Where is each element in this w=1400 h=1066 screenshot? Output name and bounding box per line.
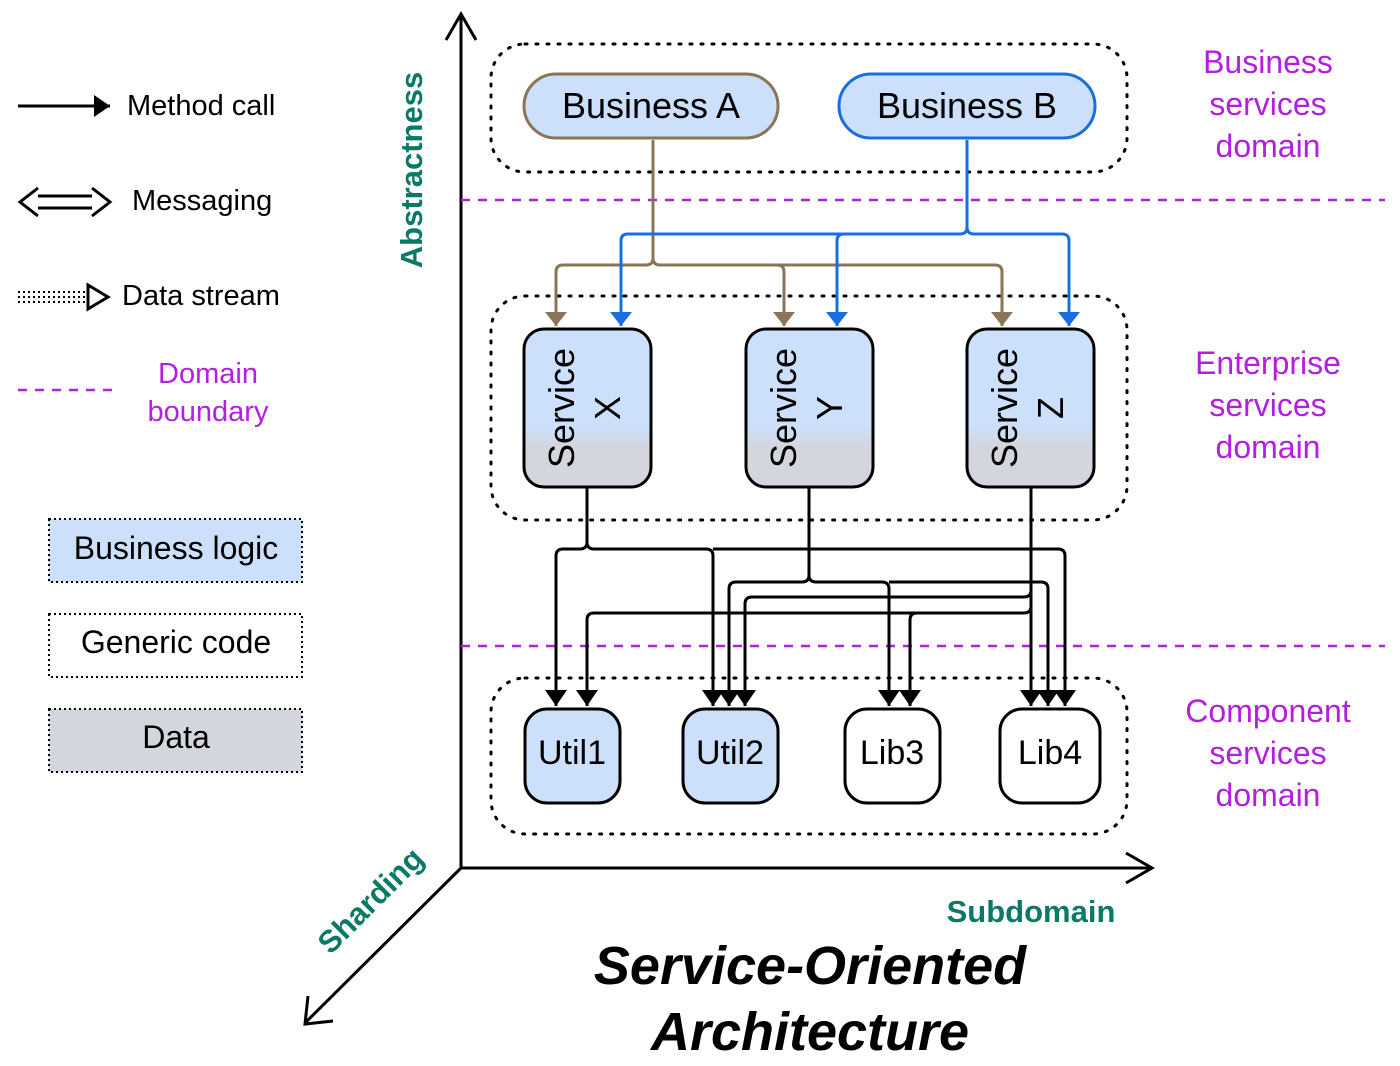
component-domain-label: Component services domain — [1185, 693, 1351, 813]
business-b-connectors — [610, 140, 1080, 326]
legend-data-label: Data — [142, 719, 210, 755]
legend-data-stream-label: Data stream — [122, 280, 280, 312]
business-logic-swatch — [48, 518, 303, 583]
service-z-label-2: Z — [1030, 397, 1071, 419]
lib4-node: Lib4 — [998, 707, 1102, 805]
abstractness-label: Abstractness — [394, 72, 429, 268]
business-domain-container — [489, 42, 1129, 174]
component-domain-container — [489, 676, 1129, 836]
legend: Method call Messaging Data stream Domain… — [17, 90, 303, 773]
legend-data: Data — [48, 708, 303, 773]
enterprise-domain-container — [489, 294, 1129, 522]
service-y-label-1: Service — [763, 348, 804, 468]
lib4-label: Lib4 — [1018, 734, 1082, 772]
lib3-label: Lib3 — [860, 734, 924, 772]
legend-data-stream: Data stream — [18, 280, 280, 312]
sharding-axis — [304, 866, 463, 1024]
business-domain-label-line-1: Business — [1203, 44, 1333, 80]
business-domain-label-line-3: domain — [1216, 128, 1321, 164]
enterprise-domain-label-line-3: domain — [1216, 429, 1321, 465]
enterprise-domain-label-line-2: services — [1209, 387, 1326, 423]
data-stream-arrow-icon — [18, 282, 111, 312]
legend-domain-boundary: Domain boundary — [18, 358, 269, 428]
service-x-connectors — [545, 487, 1076, 706]
legend-business-logic-label: Business logic — [74, 530, 279, 566]
service-z-node: Service Z — [965, 327, 1096, 489]
util2-label: Util2 — [696, 734, 764, 772]
legend-domain-boundary-label-1: Domain — [158, 358, 258, 390]
util1-node: Util1 — [523, 707, 622, 805]
lib3-node: Lib3 — [843, 707, 942, 805]
component-domain-label-line-3: domain — [1216, 777, 1321, 813]
legend-generic-code: Generic code — [48, 613, 303, 678]
util2-node: Util2 — [681, 707, 780, 805]
util1-label: Util1 — [538, 734, 606, 772]
generic-code-swatch — [48, 613, 303, 678]
business-b-node: Business B — [837, 72, 1097, 140]
data-swatch — [48, 708, 303, 773]
axes: Abstractness Subdomain Sharding — [303, 10, 1156, 1026]
service-x-node: Service X — [522, 327, 653, 489]
service-y-connectors — [718, 487, 1059, 706]
legend-messaging-label: Messaging — [132, 185, 272, 217]
service-x-label-1: Service — [541, 348, 582, 468]
business-b-label: Business B — [877, 85, 1057, 126]
subdomain-axis-arrowhead — [1125, 851, 1156, 885]
service-x-label-2: X — [587, 396, 628, 420]
service-y-node: Service Y — [744, 327, 875, 489]
legend-generic-code-label: Generic code — [81, 624, 271, 660]
service-z-connectors — [576, 487, 1042, 706]
business-domain-label: Business services domain — [1203, 44, 1333, 164]
enterprise-domain-label-line-1: Enterprise — [1195, 345, 1341, 381]
legend-business-logic: Business logic — [48, 518, 303, 583]
subdomain-label: Subdomain — [947, 894, 1116, 929]
messaging-arrow-icon — [17, 186, 113, 218]
abstractness-axis-arrowhead — [444, 10, 478, 41]
legend-method-call-label: Method call — [127, 90, 275, 122]
business-a-label: Business A — [562, 85, 740, 126]
legend-method-call: Method call — [18, 90, 275, 122]
sharding-label: Sharding — [311, 841, 431, 961]
business-a-connectors — [545, 140, 1013, 326]
diagram-title-line-2: Architecture — [649, 1002, 969, 1062]
business-domain-label-line-2: services — [1209, 86, 1326, 122]
business-a-node: Business A — [522, 72, 780, 140]
service-z-label-1: Service — [984, 348, 1025, 468]
component-domain-label-line-1: Component — [1185, 693, 1351, 729]
enterprise-domain-label: Enterprise services domain — [1195, 345, 1341, 465]
legend-messaging: Messaging — [17, 185, 272, 218]
sharding-axis-arrowhead — [303, 995, 334, 1026]
legend-domain-boundary-label-2: boundary — [148, 396, 269, 428]
service-y-label-2: Y — [809, 396, 850, 420]
component-domain-label-line-2: services — [1209, 735, 1326, 771]
diagram-title-line-1: Service-Oriented — [594, 936, 1027, 996]
